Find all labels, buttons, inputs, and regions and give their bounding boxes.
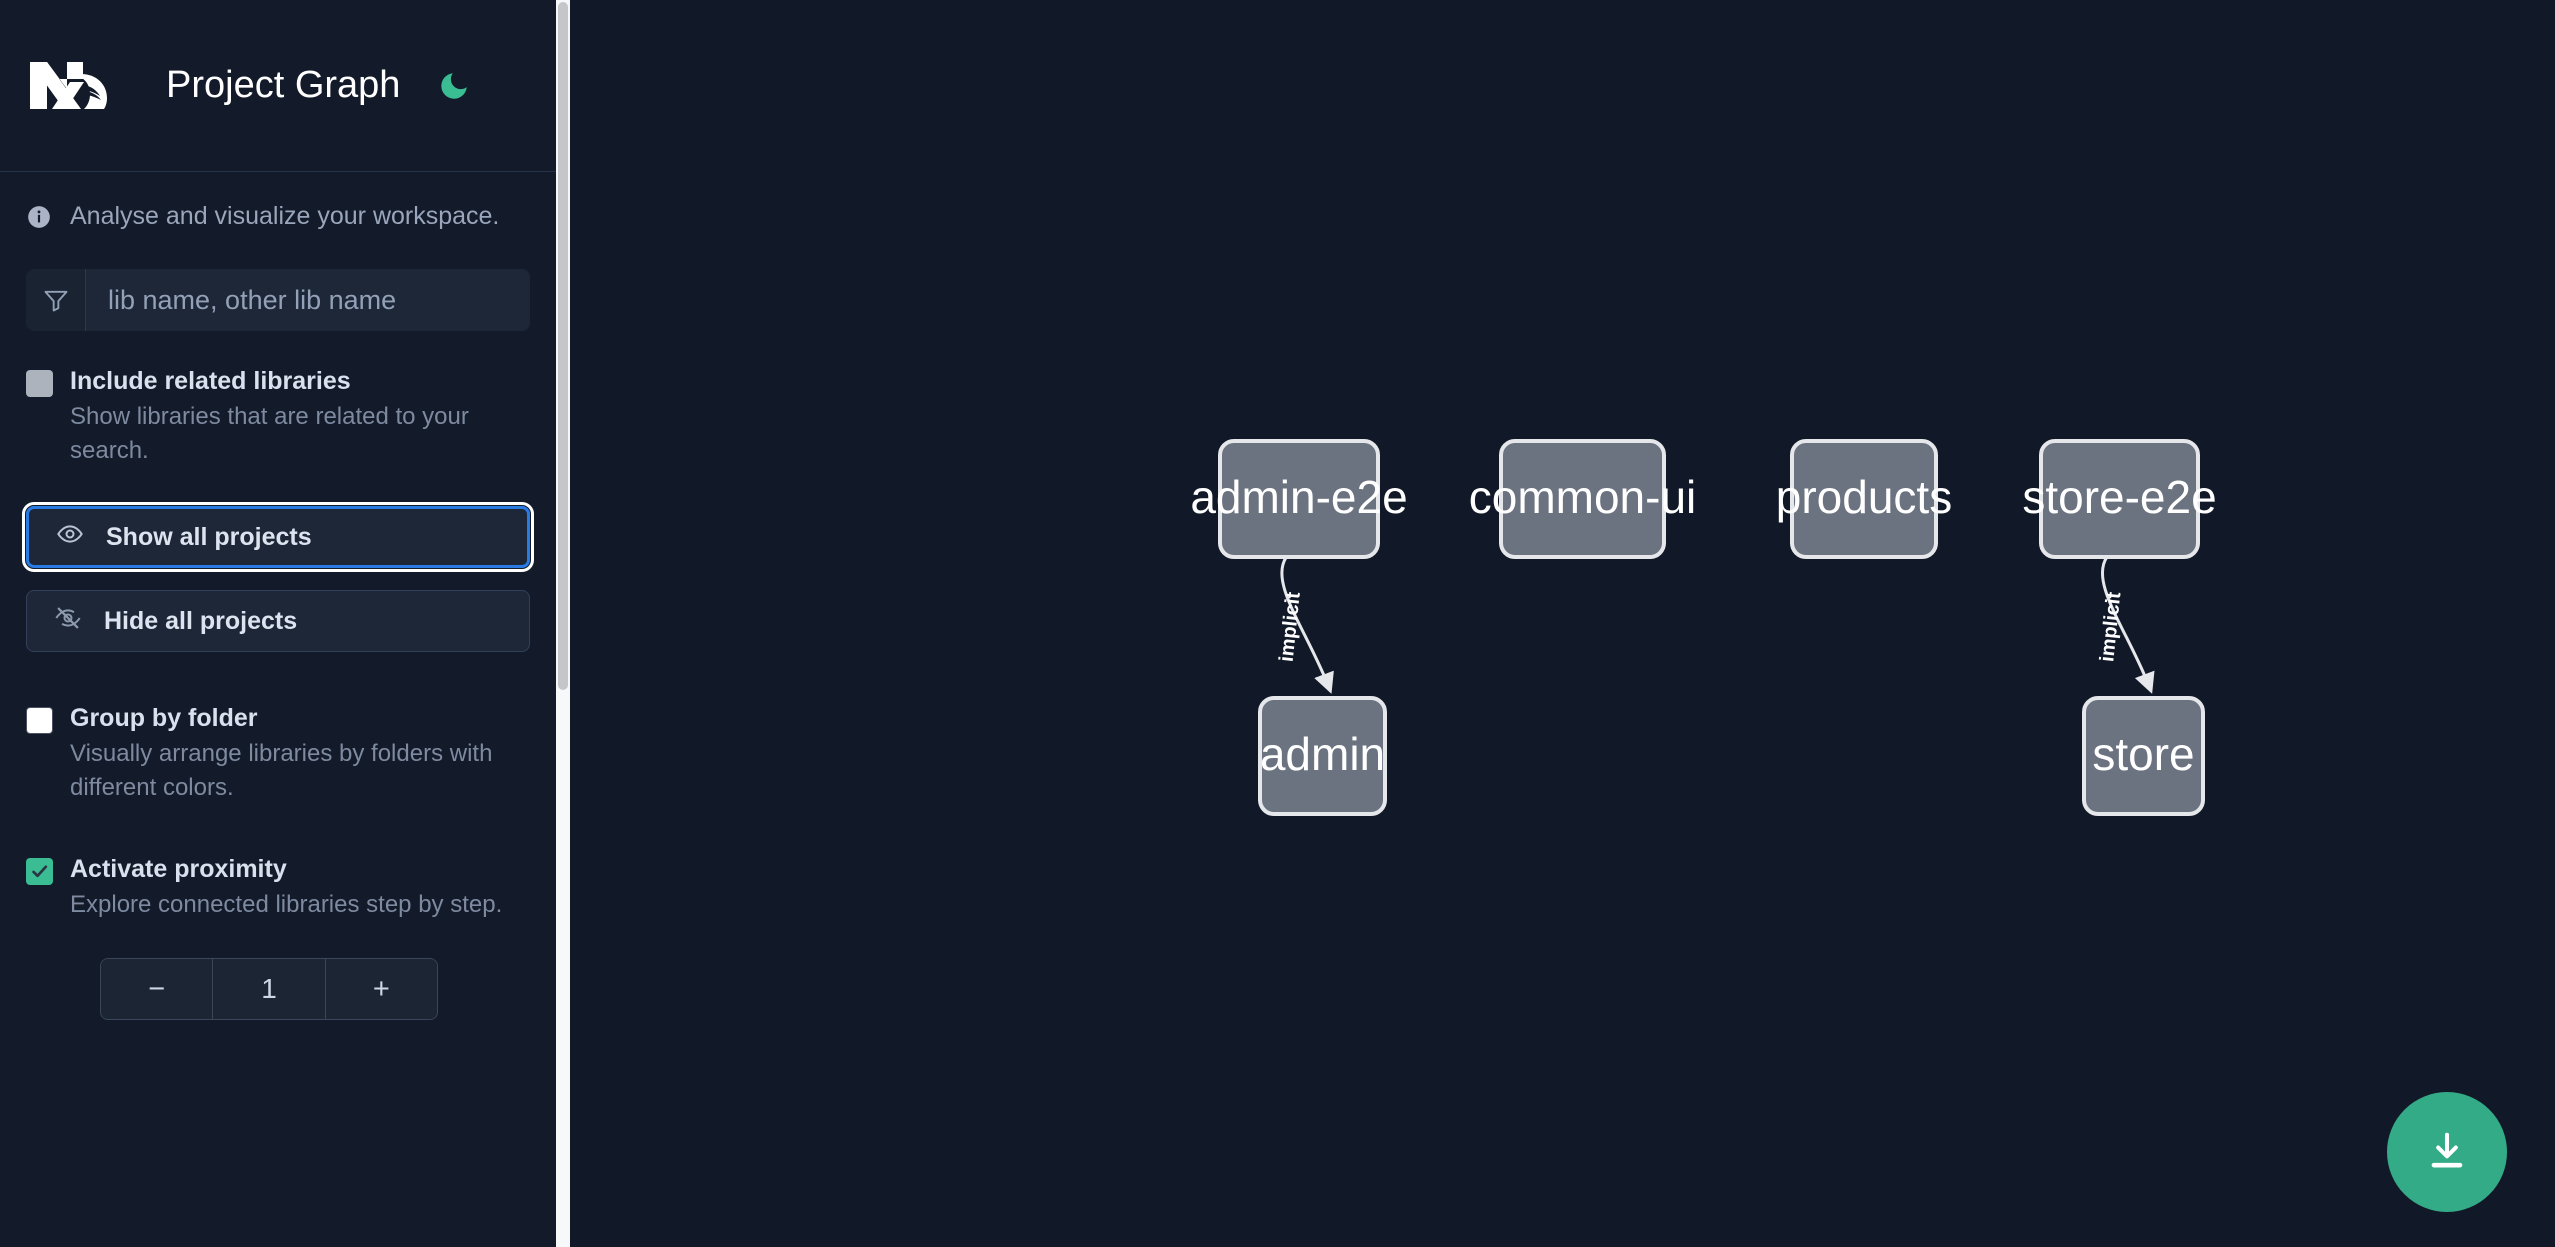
show-all-projects-button[interactable]: Show all projects (22, 502, 534, 572)
option-body: Group by folder Visually arrange librari… (70, 702, 520, 805)
proximity-increment-button[interactable]: + (325, 959, 437, 1019)
graph-edge[interactable]: implicit (2096, 556, 2155, 694)
graph-node-admin-e2e[interactable]: admin-e2e (1190, 439, 1408, 559)
option-title: Include related libraries (70, 367, 351, 395)
option-title: Activate proximity (70, 855, 287, 883)
option-description: Show libraries that are related to your … (70, 403, 469, 464)
activate-proximity-checkbox[interactable] (26, 858, 53, 885)
sidebar-scrollbar-track[interactable] (556, 0, 570, 1247)
graph-canvas[interactable]: implicit implicit admin-e2e common-ui produ… (570, 0, 2555, 1247)
edge-line (2100, 556, 2155, 694)
visibility-button-group: Show all projects Hide all projects (0, 502, 556, 652)
node-label: store-e2e (2022, 471, 2216, 523)
proximity-stepper-section: − 1 + (0, 958, 556, 1020)
project-graph-svg: implicit implicit admin-e2e common-ui produ… (1190, 439, 2217, 816)
include-related-libraries-checkbox[interactable] (26, 370, 53, 397)
option-description: Explore connected libraries step by step… (70, 891, 503, 918)
check-icon (32, 865, 48, 878)
download-icon (2424, 1128, 2470, 1177)
page-title: Project Graph (166, 64, 401, 106)
workspace-info-text: Analyse and visualize your workspace. (70, 202, 500, 230)
graph-node-store-e2e[interactable]: store-e2e (2022, 439, 2217, 559)
edge-label: implicit (1276, 591, 1305, 663)
node-label: admin (1260, 728, 1385, 780)
node-label: admin-e2e (1190, 471, 1407, 523)
eye-icon (56, 520, 84, 555)
sidebar-header: Project Graph (0, 0, 556, 172)
sidebar: Project Graph Analyse and visualize your… (0, 0, 556, 1247)
proximity-stepper: − 1 + (100, 958, 438, 1020)
group-by-folder-checkbox[interactable] (26, 707, 53, 734)
node-rect (1499, 439, 1666, 559)
search-section (0, 231, 556, 331)
edge-label: implicit (2096, 591, 2125, 663)
graph-node-common-ui[interactable]: common-ui (1469, 439, 1697, 559)
graph-node-products[interactable]: products (1776, 439, 1952, 559)
moon-icon[interactable] (432, 64, 476, 108)
node-rect (1258, 696, 1387, 816)
graph-edge[interactable]: implicit (1276, 556, 1334, 694)
nx-logo (26, 58, 126, 113)
graph-edges: implicit implicit (1276, 556, 2155, 694)
search-box (26, 269, 530, 331)
node-rect (1218, 439, 1380, 559)
proximity-value: 1 (213, 959, 326, 1019)
option-include-related-libraries[interactable]: Include related libraries Show libraries… (0, 365, 556, 468)
download-graph-button[interactable] (2387, 1092, 2507, 1212)
show-all-projects-label: Show all projects (106, 522, 312, 551)
option-group-by-folder[interactable]: Group by folder Visually arrange librari… (0, 702, 556, 805)
info-icon (26, 204, 52, 230)
filter-funnel-icon[interactable] (26, 269, 86, 331)
node-label: products (1776, 471, 1952, 523)
hide-all-projects-label: Hide all projects (104, 606, 298, 635)
workspace-info: Analyse and visualize your workspace. (0, 172, 556, 231)
option-activate-proximity[interactable]: Activate proximity Explore connected lib… (0, 853, 556, 922)
option-title: Group by folder (70, 704, 258, 732)
graph-node-store[interactable]: store (2082, 696, 2205, 816)
node-label: common-ui (1469, 471, 1697, 523)
node-rect (2039, 439, 2200, 559)
sidebar-scrollbar-thumb[interactable] (558, 2, 568, 690)
option-description: Visually arrange libraries by folders wi… (70, 740, 493, 801)
hide-all-projects-button[interactable]: Hide all projects (26, 590, 530, 652)
node-rect (1790, 439, 1938, 559)
edge-line (1280, 556, 1334, 694)
node-label: store (2092, 728, 2194, 780)
proximity-decrement-button[interactable]: − (101, 959, 214, 1019)
option-body: Activate proximity Explore connected lib… (70, 853, 502, 922)
option-body: Include related libraries Show libraries… (70, 365, 520, 468)
graph-nodes: admin-e2e common-ui products store-e2e admin… (1190, 439, 2217, 816)
search-input[interactable] (86, 269, 530, 331)
node-rect (2082, 696, 2205, 816)
eye-off-icon (54, 604, 82, 639)
graph-node-admin[interactable]: admin (1258, 696, 1387, 816)
